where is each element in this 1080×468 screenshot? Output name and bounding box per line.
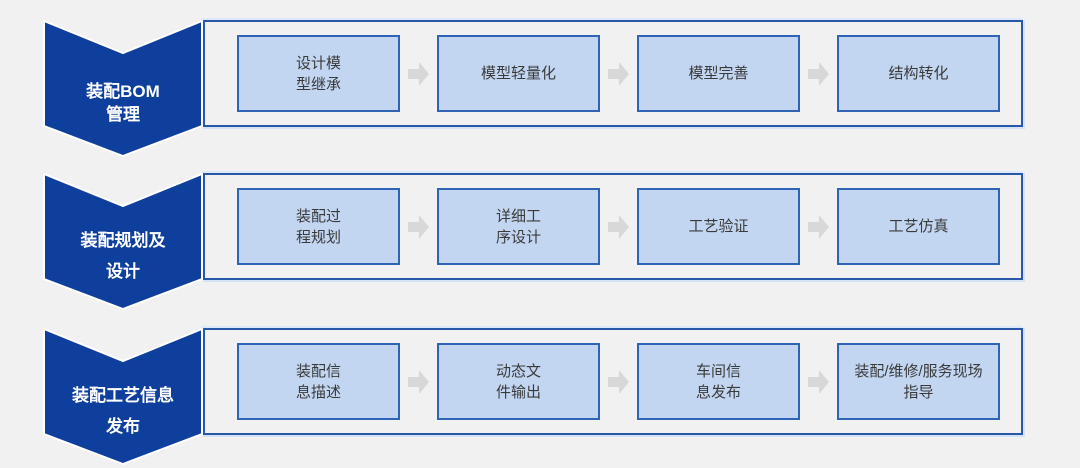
stage-label: 装配BOM 管理 bbox=[86, 81, 160, 124]
chevron-shape-icon bbox=[43, 20, 203, 157]
process-box: 详细工 序设计 bbox=[437, 188, 600, 265]
flow-arrow-icon bbox=[808, 214, 829, 239]
flow-arrow-icon bbox=[608, 214, 629, 239]
chevron-shape-icon bbox=[43, 328, 203, 465]
flow-arrow-icon bbox=[808, 61, 829, 86]
stage-row-publishing: 装配信 息描述 动态文 件输出 车间信 息发布 装配/维修/服务现场 指导 装配… bbox=[0, 328, 1080, 468]
stage-row-bom: 设计模 型继承 模型轻量化 模型完善 结构转化 装配BOM 管理 bbox=[0, 20, 1080, 180]
flow-arrow-icon bbox=[408, 369, 429, 394]
process-box: 装配/维修/服务现场 指导 bbox=[837, 343, 1000, 420]
process-box-label: 装配信 息描述 bbox=[295, 362, 341, 401]
process-box-label: 工艺仿真 bbox=[888, 218, 949, 235]
chevron-shape-icon bbox=[43, 173, 203, 310]
stage-label: 装配工艺信息 发布 bbox=[72, 385, 174, 436]
flow-arrow-icon bbox=[608, 61, 629, 86]
stage-track bbox=[203, 173, 1023, 280]
process-box-label: 详细工 序设计 bbox=[495, 207, 541, 246]
stage-label: 装配规划及 设计 bbox=[80, 230, 166, 281]
process-box: 工艺验证 bbox=[637, 188, 800, 265]
process-box: 模型轻量化 bbox=[437, 35, 600, 112]
stage-row-planning: 装配过 程规划 详细工 序设计 工艺验证 工艺仿真 装配规划及 设计 bbox=[0, 173, 1080, 333]
process-box: 动态文 件输出 bbox=[437, 343, 600, 420]
process-box: 设计模 型继承 bbox=[237, 35, 400, 112]
flow-arrow-icon bbox=[808, 369, 829, 394]
stage-steps: 装配过 程规划 详细工 序设计 工艺验证 工艺仿真 bbox=[237, 173, 1000, 280]
process-box-label: 装配过 程规划 bbox=[295, 207, 341, 246]
process-box-label: 模型完善 bbox=[688, 65, 749, 82]
process-box-label: 模型轻量化 bbox=[480, 65, 556, 82]
stage-steps: 装配信 息描述 动态文 件输出 车间信 息发布 装配/维修/服务现场 指导 bbox=[237, 328, 1000, 435]
stage-chevron: 装配BOM 管理 bbox=[43, 20, 203, 157]
stage-steps: 设计模 型继承 模型轻量化 模型完善 结构转化 bbox=[237, 20, 1000, 127]
flow-arrow-icon bbox=[408, 214, 429, 239]
stage-track bbox=[203, 328, 1023, 435]
process-box-label: 结构转化 bbox=[888, 65, 949, 82]
process-box-label: 车间信 息发布 bbox=[695, 362, 741, 401]
process-box-label: 设计模 型继承 bbox=[295, 54, 341, 93]
process-box: 模型完善 bbox=[637, 35, 800, 112]
stage-chevron: 装配规划及 设计 bbox=[43, 173, 203, 310]
process-box: 装配过 程规划 bbox=[237, 188, 400, 265]
stage-chevron: 装配工艺信息 发布 bbox=[43, 328, 203, 465]
process-box: 装配信 息描述 bbox=[237, 343, 400, 420]
process-box: 车间信 息发布 bbox=[637, 343, 800, 420]
process-box: 工艺仿真 bbox=[837, 188, 1000, 265]
process-box-label: 工艺验证 bbox=[688, 218, 749, 235]
stage-track bbox=[203, 20, 1023, 127]
flow-arrow-icon bbox=[608, 369, 629, 394]
process-box-label: 装配/维修/服务现场 指导 bbox=[854, 362, 983, 401]
process-box: 结构转化 bbox=[837, 35, 1000, 112]
flow-arrow-icon bbox=[408, 61, 429, 86]
process-box-label: 动态文 件输出 bbox=[495, 362, 541, 401]
